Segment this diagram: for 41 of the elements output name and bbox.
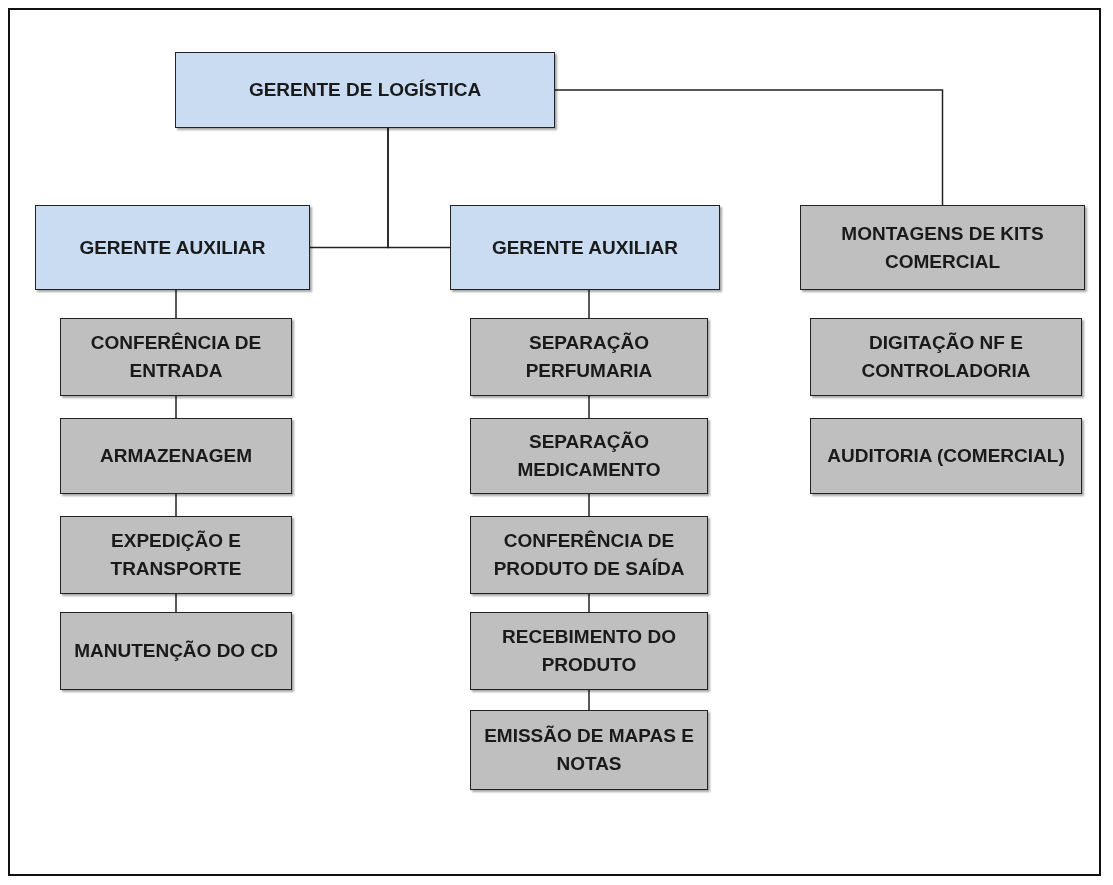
connector-line [588,689,590,711]
role-label: MONTAGENS DE KITS COMERCIAL [840,221,1045,274]
org-box [175,52,555,128]
role-label: AUDITORIA (COMERCIAL) [827,444,1065,469]
role-label: DIGITAÇÃO NF E CONTROLADORIA [860,331,1032,383]
connector-line [175,593,177,613]
org-box [35,205,310,290]
org-box [810,318,1082,396]
role-label: MANUTENÇÃO DO CD [74,639,278,664]
connector-line [554,89,944,206]
role-label: EXPEDIÇÃO E TRANSPORTE [109,529,243,581]
connector-line [175,395,177,419]
org-box [60,516,292,594]
role-label: SEPARAÇÃO PERFUMARIA [524,331,654,383]
role-label: CONFERÊNCIA DE PRODUTO DE SAÍDA [492,529,686,581]
org-box [470,318,708,396]
connector-line [175,493,177,517]
org-box [470,710,708,790]
org-box [450,205,720,290]
role-label: GERENTE DE LOGÍSTICA [248,78,482,103]
org-box [470,516,708,594]
role-label: EMISSÃO DE MAPAS E NOTAS [483,724,695,776]
connector-line [387,127,451,249]
org-box [60,418,292,494]
role-label: SEPARAÇÃO MEDICAMENTO [516,430,662,482]
connector-line [588,289,590,319]
role-label: CONFERÊNCIA DE ENTRADA [89,331,263,383]
role-label: RECEBIMENTO DO PRODUTO [501,625,677,677]
org-box [60,612,292,690]
org-box [470,418,708,494]
org-box [60,318,292,396]
role-label: GERENTE AUXILIAR [79,235,266,260]
connector-line [588,395,590,419]
org-box [800,205,1085,290]
connector-line [588,593,590,613]
connector-line [175,289,177,319]
role-label: ARMAZENAGEM [100,444,252,469]
connector-line [588,493,590,517]
org-box [470,612,708,690]
role-label: GERENTE AUXILIAR [491,235,679,260]
org-box [810,418,1082,494]
